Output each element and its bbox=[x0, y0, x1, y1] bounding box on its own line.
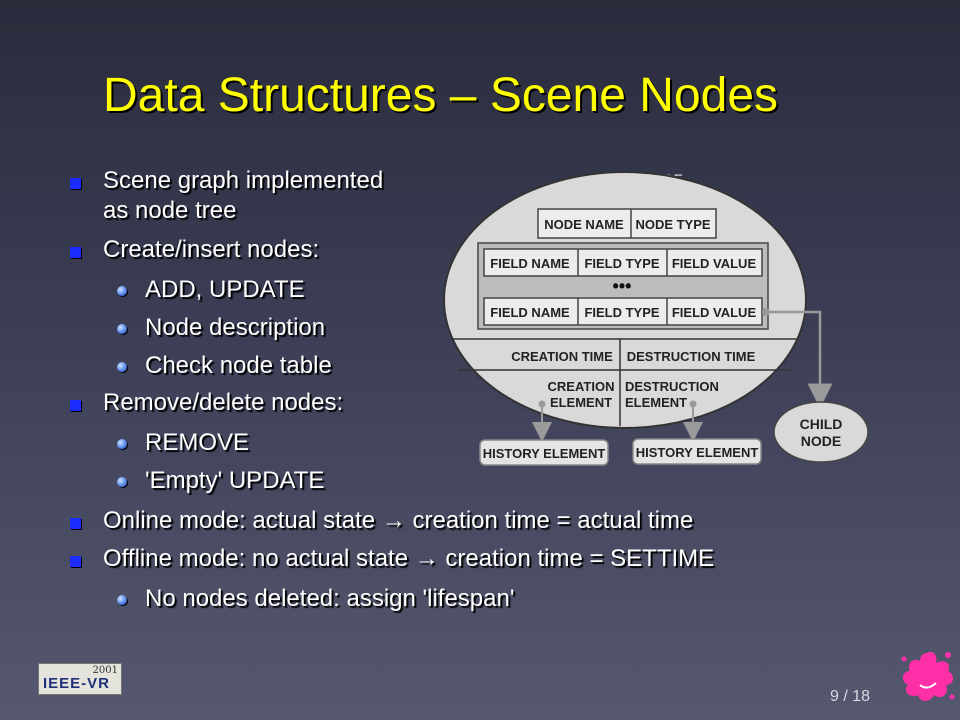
creation-time-cell: CREATION TIME bbox=[511, 349, 613, 364]
child-link-arrow bbox=[766, 310, 833, 409]
field-row bbox=[483, 248, 763, 277]
node-name-cell: NODE NAME bbox=[544, 217, 624, 232]
round-bullet-icon bbox=[117, 439, 127, 449]
bullet-online-mode: Online mode: actual state → creation tim… bbox=[103, 507, 694, 534]
destruction-element-line: ELEMENT bbox=[625, 395, 687, 410]
round-bullet-icon bbox=[117, 477, 127, 487]
bullet-remove-cmd: REMOVE bbox=[145, 429, 250, 456]
field-type-cell: FIELD TYPE bbox=[584, 305, 659, 320]
round-bullet-icon bbox=[117, 324, 127, 334]
round-bullet-icon bbox=[117, 286, 127, 296]
round-bullet-icon bbox=[117, 362, 127, 372]
page-number: 9 / 18 bbox=[830, 688, 871, 705]
node-header-box bbox=[537, 208, 717, 239]
square-bullet-icon bbox=[70, 178, 81, 189]
node-type-cell: NODE TYPE bbox=[635, 217, 710, 232]
creation-element-line: ELEMENT bbox=[550, 395, 612, 410]
bullet-offline-mode: Offline mode: no actual state → creation… bbox=[103, 545, 715, 572]
scene-node-diagram: PARENT NODE NODE NAME NODE TYPE FIELD NA… bbox=[443, 171, 869, 466]
slide-title: Data Structures – Scene Nodes bbox=[103, 69, 779, 122]
field-name-cell: FIELD NAME bbox=[490, 256, 570, 271]
destruction-element-line: DESTRUCTION bbox=[625, 379, 719, 394]
ellipsis-icon: ••• bbox=[613, 276, 632, 296]
child-node-ellipse bbox=[773, 401, 869, 463]
field-value-cell: FIELD VALUE bbox=[672, 256, 757, 271]
bullet-lifespan: No nodes deleted: assign 'lifespan' bbox=[145, 585, 515, 612]
child-node-line: NODE bbox=[801, 433, 841, 449]
field-value-cell: FIELD VALUE bbox=[672, 305, 757, 320]
bullet-add-update: ADD, UPDATE bbox=[145, 276, 305, 303]
bullet-scene-graph: Scene graph implemented as node tree bbox=[103, 166, 383, 226]
bullet-line: as node tree bbox=[103, 197, 237, 224]
paint-splat-icon bbox=[901, 651, 955, 701]
field-name-cell: FIELD NAME bbox=[490, 305, 570, 320]
field-type-cell: FIELD TYPE bbox=[584, 256, 659, 271]
field-row bbox=[483, 297, 763, 326]
bullet-line: Scene graph implemented bbox=[103, 167, 384, 194]
child-node-line: CHILD bbox=[800, 416, 843, 432]
history-element-box bbox=[479, 439, 609, 466]
bullet-create: Create/insert nodes: bbox=[103, 236, 320, 263]
creation-element-line: CREATION bbox=[548, 379, 615, 394]
round-bullet-icon bbox=[117, 595, 127, 605]
destruction-time-cell: DESTRUCTION TIME bbox=[627, 349, 756, 364]
ieee-vr-logo: 2001 IEEE-VR bbox=[38, 663, 122, 695]
history-element-label: HISTORY ELEMENT bbox=[483, 446, 606, 461]
bullet-check-node-table: Check node table bbox=[145, 352, 332, 379]
history-element-label: HISTORY ELEMENT bbox=[636, 445, 759, 460]
bullet-node-description: Node description bbox=[145, 314, 326, 341]
square-bullet-icon bbox=[70, 556, 81, 567]
square-bullet-icon bbox=[70, 247, 81, 258]
bullet-remove: Remove/delete nodes: bbox=[103, 389, 344, 416]
bullet-empty-update: 'Empty' UPDATE bbox=[145, 467, 325, 494]
square-bullet-icon bbox=[70, 400, 81, 411]
logo-year: 2001 bbox=[92, 665, 118, 676]
square-bullet-icon bbox=[70, 518, 81, 529]
history-element-box bbox=[632, 438, 762, 465]
logo-text: IEEE-VR bbox=[43, 675, 111, 692]
